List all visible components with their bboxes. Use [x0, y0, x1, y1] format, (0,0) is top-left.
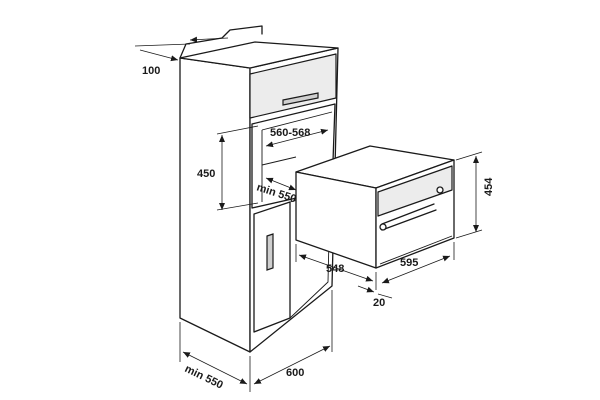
- dim-label-oven-height: 454: [483, 177, 495, 196]
- lower-door-handle: [266, 233, 274, 271]
- cabinet-top: [179, 41, 339, 69]
- oven-control-panel: [377, 165, 453, 217]
- dim-label-oven-width: 595: [400, 257, 418, 269]
- cabinet-left-side: [179, 57, 251, 353]
- dimension-lines: [134, 36, 483, 392]
- dim-label-niche-height: 450: [197, 168, 215, 180]
- dim-label-top-offset: 100: [142, 65, 160, 77]
- dim-label-cabinet-width: 600: [286, 367, 304, 379]
- dim-label-gap: 20: [373, 297, 385, 309]
- upper-drawer: [249, 53, 337, 119]
- cabinet-top-notch: [179, 25, 263, 59]
- oven-handle: [381, 203, 435, 225]
- dim-label-niche-width: 560-568: [270, 127, 310, 139]
- upper-drawer-handle: [282, 92, 319, 106]
- built-in-oven: [295, 145, 455, 269]
- dim-label-oven-depth: 548: [326, 263, 344, 275]
- dim-label-cabinet-depth: min 550: [183, 363, 225, 392]
- oven-knob: [436, 186, 444, 194]
